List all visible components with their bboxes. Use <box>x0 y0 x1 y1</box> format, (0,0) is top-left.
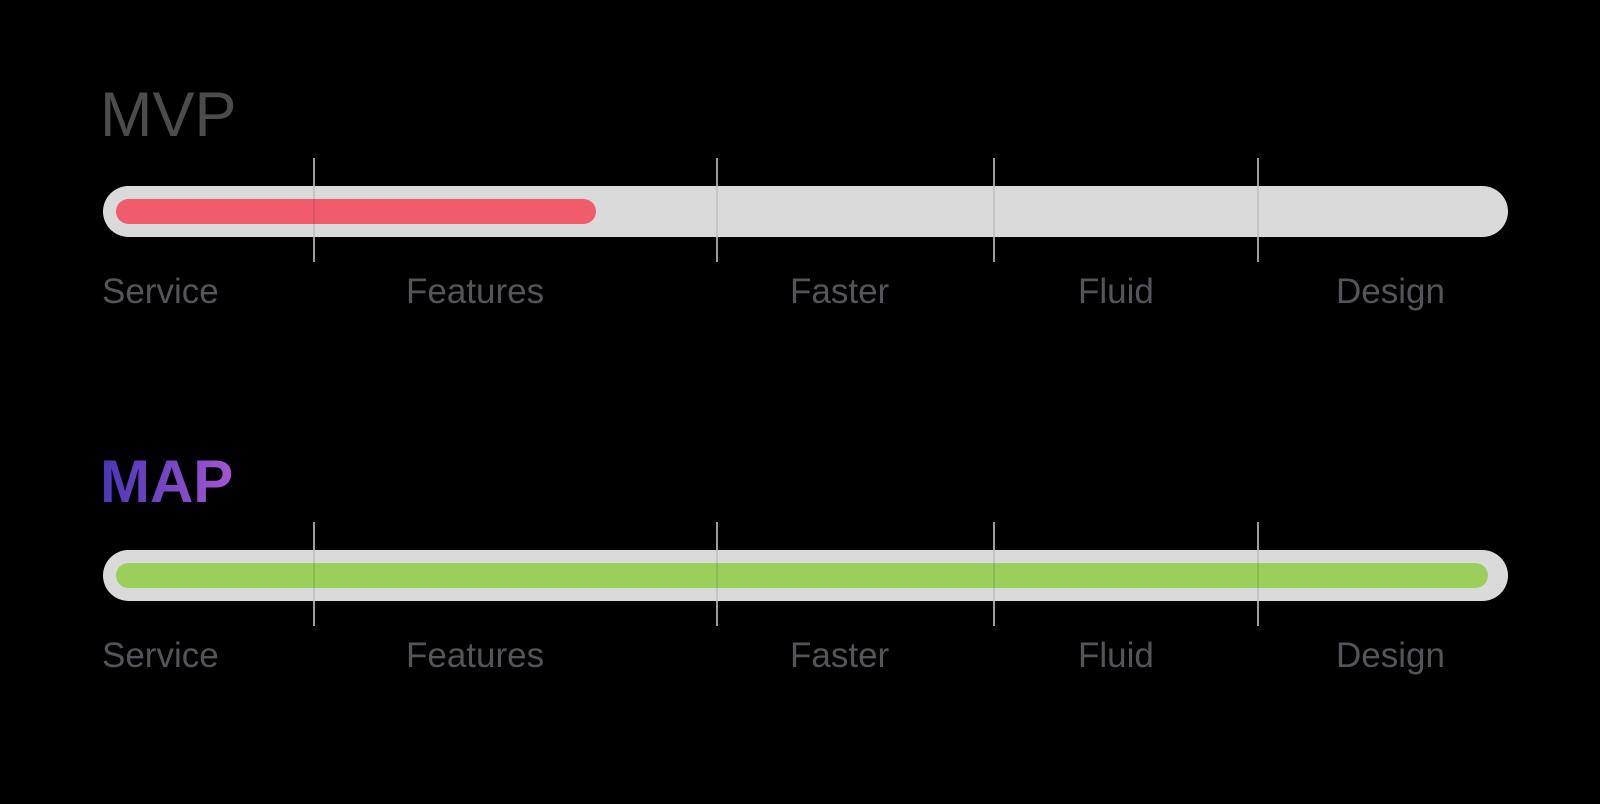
mvp-section: MVP Service Features Faster Fluid Design <box>0 0 1600 340</box>
mvp-title: MVP <box>100 80 237 150</box>
mvp-tick-mark-4 <box>1257 158 1259 262</box>
map-progress-fill <box>116 563 1488 588</box>
map-tick-mark-4 <box>1257 522 1259 626</box>
mvp-tick-mark-2 <box>716 158 718 262</box>
map-tick-mark-3 <box>993 522 995 626</box>
mvp-axis-label-faster: Faster <box>790 272 890 311</box>
mvp-tick-mark-1 <box>313 158 315 262</box>
mvp-axis-label-design: Design <box>1336 272 1445 311</box>
map-tick-mark-2 <box>716 522 718 626</box>
mvp-tick-mark-3 <box>993 158 995 262</box>
map-section: MAP Service Features Faster Fluid Design <box>0 364 1600 704</box>
map-axis-label-design: Design <box>1336 636 1445 675</box>
map-axis-label-features: Features <box>406 636 545 675</box>
map-tick-mark-1 <box>313 522 315 626</box>
map-axis-label-faster: Faster <box>790 636 890 675</box>
map-axis-label-service: Service <box>102 636 219 675</box>
map-axis-label-fluid: Fluid <box>1078 636 1154 675</box>
mvp-axis-label-features: Features <box>406 272 545 311</box>
mvp-progress-fill <box>116 199 596 224</box>
mvp-axis-label-service: Service <box>102 272 219 311</box>
map-title: MAP <box>100 448 234 515</box>
mvp-axis-label-fluid: Fluid <box>1078 272 1154 311</box>
